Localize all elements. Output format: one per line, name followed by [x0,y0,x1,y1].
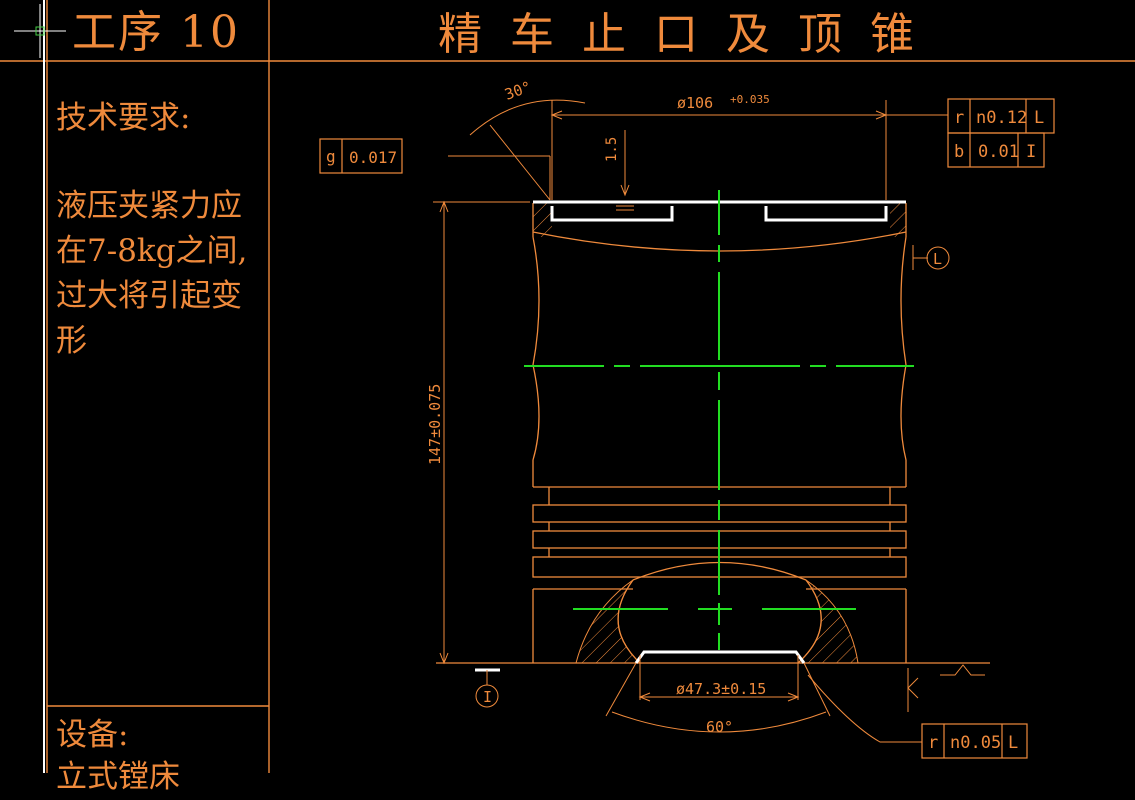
equipment-title: 设备: [56,717,129,753]
hatch-left [575,579,642,664]
datum-i-label: I [483,688,492,706]
dimension-lines [433,99,985,743]
crosshair-cursor [14,4,66,58]
dim-diameter-bottom: ø47.3±0.15 [676,680,766,698]
hatch-top-left [533,203,552,237]
cad-drawing: 30° ø106 +0.035 1.5 147±0.075 ø47.3±0.15… [0,0,1135,773]
dim-angle-bottom: 60° [706,718,733,736]
tol-top2-datum: I [1026,142,1036,162]
hatch-right [796,579,859,664]
centerlines [524,190,914,650]
datum-l-label: L [933,250,942,268]
dim-diameter-top-tol: +0.035 [730,93,770,106]
equipment-value: 立式镗床 [56,759,180,795]
title-frame [0,0,1135,773]
dim-diameter-top: ø106 [677,94,713,112]
part-body [436,203,990,664]
dim-height: 147±0.075 [426,384,444,465]
tol-top1-symbol: r [954,108,964,128]
tol-top1-value: n0.12 [976,108,1027,128]
tol-bottom-value: n0.05 [950,733,1001,753]
requirements-title: 技术要求: [56,100,191,136]
tolerance-frames [319,98,1055,759]
operation-title: 精车止口及顶锥 [438,9,942,60]
dim-depth: 1.5 [604,137,620,162]
dim-angle-top: 30° [502,78,534,104]
tol-flatness-value: 0.017 [349,148,397,167]
tol-top2-value: 0.01 [978,142,1019,162]
hatch-top-right [890,203,906,237]
requirements-text: 液压夹紧力应在7-8kg之间,过大将引起变形 [56,188,248,359]
tol-bottom-symbol: r [928,733,938,753]
operation-number: 工序 10 [72,7,240,58]
tol-top2-symbol: b [954,142,964,162]
tol-top1-datum: L [1034,108,1044,128]
tol-flatness-symbol: g [326,147,336,166]
tol-bottom-datum: L [1008,733,1018,753]
